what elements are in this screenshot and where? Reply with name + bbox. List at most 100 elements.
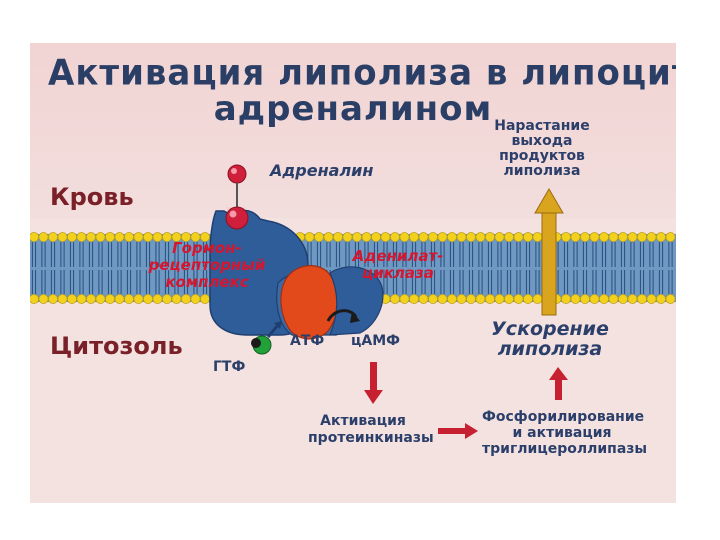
lipid-head — [361, 232, 372, 242]
lipid-head — [580, 232, 590, 242]
pka-to-phos-arrowhead — [465, 423, 478, 439]
camp-to-pka-arrowhead — [364, 390, 383, 404]
lipolysis-output-label: Нарастание выхода продуктов липолиза — [494, 118, 590, 179]
lipid-head — [665, 294, 676, 304]
lipid-head — [599, 232, 609, 242]
title-line-2: адреналином — [213, 89, 493, 129]
lipid-head — [637, 294, 647, 304]
cytosol-label: Цитозоль — [50, 332, 183, 360]
lipid-head — [57, 232, 68, 242]
phosphorylation-label: Фосфорилирование и активация триглицерол… — [482, 409, 648, 457]
lipid-head — [618, 232, 628, 242]
lipid-head — [152, 294, 163, 304]
lipid-head — [181, 294, 191, 304]
adrenaline-molecule — [225, 164, 249, 230]
lipid-head — [589, 294, 600, 304]
camp-label: цАМФ — [351, 333, 401, 349]
lipid-head — [466, 232, 476, 242]
lipid-head — [67, 232, 77, 242]
lipid-head — [76, 294, 87, 304]
lipid-head — [399, 232, 410, 242]
lipid-head — [580, 294, 590, 304]
lipid-head — [86, 232, 96, 242]
receptor-complex-label: Гормон- рецепторный комплекс — [148, 239, 266, 291]
lipid-head — [114, 232, 125, 242]
lipid-head — [171, 232, 182, 242]
lipid-head — [38, 294, 49, 304]
camp-to-pka-arrow — [370, 362, 377, 392]
lipid-head — [637, 232, 647, 242]
lipid-head — [627, 294, 638, 304]
lipid-head — [561, 294, 571, 304]
lipid-head — [437, 232, 448, 242]
gtp-arrow — [266, 324, 280, 338]
lipid-head — [618, 294, 628, 304]
lipid-head — [504, 294, 514, 304]
lipid-head — [456, 232, 467, 242]
gtp-label: ГТФ — [213, 359, 246, 375]
lipid-head — [95, 232, 106, 242]
protein-kinase-label: Активация протеинкиназы — [308, 413, 434, 446]
lipid-head — [532, 294, 543, 304]
lipid-head — [124, 294, 134, 304]
lipid-head — [494, 232, 505, 242]
adenylate-cyclase-label: Аденилат- циклаза — [352, 247, 444, 282]
lipid-head — [504, 232, 514, 242]
lipid-head — [323, 232, 334, 242]
lipid-head — [76, 232, 87, 242]
lipid-head — [48, 232, 58, 242]
blood-label: Кровь — [50, 183, 134, 211]
adrenaline-label: Адреналин — [270, 161, 374, 180]
lipid-head — [124, 232, 134, 242]
lipid-head — [190, 294, 201, 304]
pka-to-phos-arrow — [438, 428, 466, 434]
atp-to-camp-arrowhead — [350, 311, 360, 323]
lipid-head — [485, 232, 495, 242]
lipid-head — [390, 294, 400, 304]
lipid-head — [380, 232, 391, 242]
lipid-head — [30, 294, 39, 304]
lipid-head — [589, 232, 600, 242]
atp-label: АТФ — [290, 333, 325, 349]
lipid-head — [57, 294, 68, 304]
lipid-head — [171, 294, 182, 304]
gtp-arrowhead — [274, 321, 282, 329]
lipid-head — [494, 294, 505, 304]
phos-to-accel-arrowhead — [549, 367, 568, 380]
lipid-head — [48, 294, 58, 304]
lipid-head — [371, 232, 381, 242]
lipid-head — [200, 232, 210, 242]
lipid-head — [409, 232, 419, 242]
lipid-head — [390, 232, 400, 242]
lipid-head — [418, 294, 429, 304]
lipid-head — [428, 294, 438, 304]
lipid-head — [133, 294, 144, 304]
lipid-head — [181, 232, 191, 242]
lipid-head — [608, 232, 619, 242]
lipid-head — [456, 294, 467, 304]
lipid-head — [656, 294, 666, 304]
lipid-head — [475, 232, 486, 242]
lipid-head — [30, 232, 39, 242]
catalytic-subunit-shape — [329, 266, 384, 336]
lipid-head — [646, 294, 657, 304]
lipid-head — [200, 294, 210, 304]
lipid-head — [95, 294, 106, 304]
lipid-head — [627, 232, 638, 242]
lipid-head — [532, 232, 543, 242]
lipolysis-output-arrow — [541, 210, 557, 316]
membrane-diagram — [30, 164, 676, 439]
lipid-head — [646, 232, 657, 242]
phos-to-accel-arrow — [555, 378, 562, 400]
lipid-head — [304, 232, 315, 242]
lipid-head — [190, 232, 201, 242]
lipid-head — [314, 232, 324, 242]
lipid-head — [447, 232, 457, 242]
lipid-head — [38, 232, 49, 242]
lipid-head — [67, 294, 77, 304]
lipid-head — [418, 232, 429, 242]
blood-region-background — [30, 43, 676, 218]
lipid-head — [513, 232, 524, 242]
lipid-head — [105, 294, 115, 304]
gtp-dot-shadow — [251, 338, 261, 348]
